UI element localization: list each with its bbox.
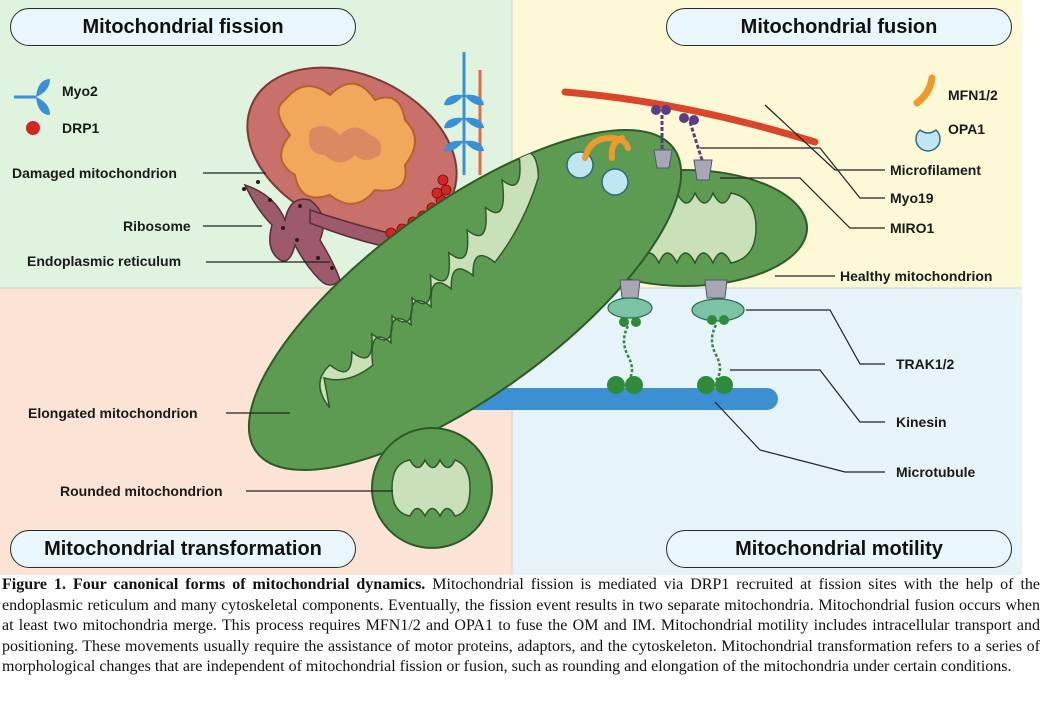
microtubule	[430, 388, 778, 410]
mfn-legend-icon	[913, 74, 936, 107]
healthy-mitochondrion-label: Healthy mitochondrion	[840, 268, 993, 284]
myo19-label: Myo19	[890, 190, 934, 206]
drp1-legend-icon	[26, 121, 40, 135]
transformation-title: Mitochondrial transformation	[10, 530, 356, 568]
fusion-title: Mitochondrial fusion	[666, 8, 1012, 46]
endoplasmic-reticulum	[243, 183, 341, 286]
fission-title: Mitochondrial fission	[10, 8, 356, 46]
microfilament	[561, 88, 819, 146]
trak-label: TRAK1/2	[896, 356, 955, 372]
er-label: Endoplasmic reticulum	[27, 253, 182, 269]
microtubule-label: Microtubule	[896, 464, 976, 480]
miro1-label: MIRO1	[890, 220, 935, 236]
mfn-legend-label: MFN1/2	[948, 87, 998, 103]
trak-kinesin	[607, 279, 745, 394]
diagram-canvas	[0, 0, 1022, 575]
figure-caption: Figure 1. Four canonical forms of mitoch…	[0, 575, 1042, 678]
rounded-mitochondrion-label: Rounded mitochondrion	[60, 483, 223, 499]
motility-panel-bg	[512, 288, 1022, 575]
myo19-miro1	[651, 105, 713, 181]
ribosome-label: Ribosome	[123, 218, 191, 234]
mfn-opa1-complex	[566, 134, 631, 196]
microfilament-label: Microfilament	[890, 162, 982, 178]
opa1-legend-label: OPA1	[948, 121, 986, 137]
rounded-mitochondrion	[371, 427, 493, 549]
kinesin-label: Kinesin	[896, 414, 947, 430]
myo2-legend-icon	[14, 79, 50, 115]
figure: Mitochondrial fission Mitochondrial fusi…	[0, 0, 1022, 575]
damaged-mitochondrion	[246, 66, 458, 234]
elongated-mitochondrion	[247, 128, 683, 472]
caption-text: Mitochondrial fission is mediated via DR…	[2, 576, 1041, 675]
myo2-stack	[444, 52, 484, 175]
caption-bold: Figure 1. Four canonical forms of mitoch…	[2, 576, 426, 593]
ribosome-dots	[242, 180, 334, 270]
opa1-legend-icon	[915, 129, 941, 152]
damaged-mitochondrion-label: Damaged mitochondrion	[12, 165, 177, 181]
myo2-legend-label: Myo2	[62, 83, 98, 99]
drp1-legend-label: DRP1	[62, 120, 100, 136]
elongated-mitochondrion-label: Elongated mitochondrion	[28, 405, 198, 421]
motility-title: Mitochondrial motility	[666, 530, 1012, 568]
leader-lines	[203, 104, 885, 492]
